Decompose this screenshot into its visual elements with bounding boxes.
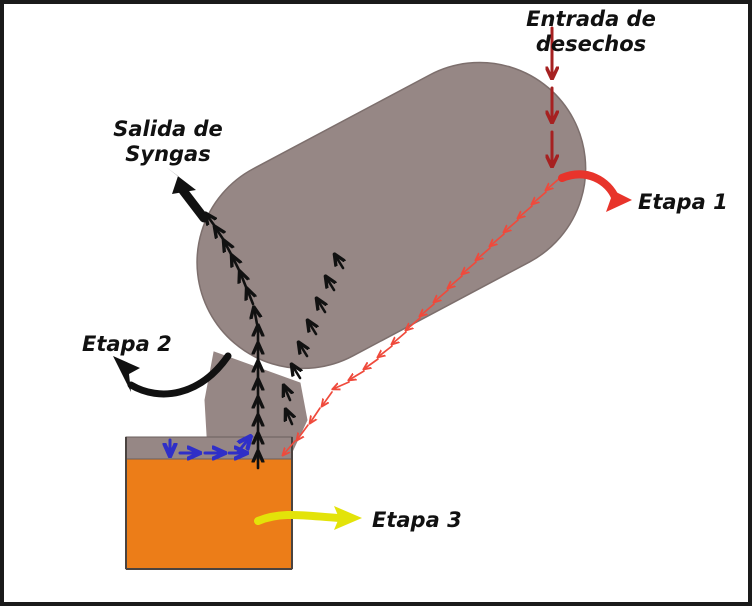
syngas-outlet-callout	[166, 167, 209, 223]
syngas-vertical-arrows	[254, 308, 258, 470]
stage3-callout-arrow	[254, 506, 362, 530]
reactor-drum	[196, 61, 587, 370]
bed-top-strip	[125, 436, 293, 460]
syngas-outlet-line2: Syngas	[125, 142, 210, 166]
label-waste-inlet: Entrada de desechos	[526, 7, 656, 56]
air-inlet-arrows	[170, 437, 250, 455]
pyrolysis-flow-arrows	[283, 177, 561, 455]
syngas-outlet-arrowhead	[166, 167, 196, 194]
stage1-label: Etapa 1	[638, 190, 728, 214]
waste-inlet-line2: desechos	[536, 32, 646, 56]
stage2-label: Etapa 2	[82, 332, 172, 356]
label-syngas-outlet: Salida de Syngas	[113, 117, 222, 166]
syngas-outlet-line1: Salida de	[113, 117, 222, 141]
stage3-label: Etapa 3	[372, 508, 462, 532]
waste-inlet-line1: Entrada de	[526, 7, 656, 31]
stage1-callout-arrow	[558, 170, 632, 212]
stage2-callout-arrow	[113, 352, 232, 398]
char-bed	[125, 436, 293, 570]
syngas-branch-arrows	[284, 255, 343, 426]
